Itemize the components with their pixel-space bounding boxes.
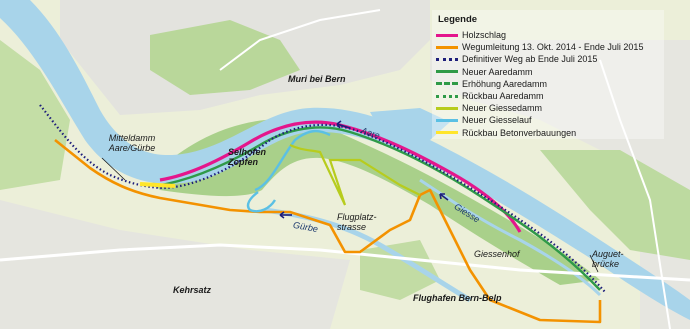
road-east: [599, 59, 671, 329]
legend-swatch: [436, 70, 458, 74]
road-north: [219, 9, 381, 71]
legend-swatch: [436, 118, 458, 122]
legend-item: Rückbau Aaredamm: [436, 90, 664, 102]
arrow-aare: [336, 123, 351, 129]
legend-item: Definitiver Weg ab Ende Juli 2015: [436, 53, 664, 65]
label-auguet-bruecke: Auguet- brücke: [592, 249, 624, 269]
dam-aaredamm: [154, 126, 601, 291]
legend-swatch: [436, 45, 458, 49]
legend-item: Rückbau Betonverbauungen: [436, 127, 664, 139]
legend-label: Definitiver Weg ab Ende Juli 2015: [462, 54, 598, 65]
leader-auguet: [589, 254, 599, 273]
legend-swatch: [436, 57, 458, 61]
dam-giessedamm: [289, 144, 421, 206]
legend-item: Neuer Aaredamm: [436, 66, 664, 78]
forest-east: [540, 150, 690, 260]
arrow-giesse: [439, 193, 449, 201]
road-main: [0, 243, 690, 282]
arrow-guerbe-head: [279, 211, 285, 219]
stream-giesse: [419, 178, 602, 297]
stream-giesselauf: [246, 129, 331, 213]
legend-label: Holzschlag: [462, 30, 507, 41]
legend-label: Erhöhung Aaredamm: [462, 78, 548, 89]
label-mitteldamm: Mitteldamm Aare/Gürbe: [108, 133, 156, 153]
legend-label: Rückbau Betonverbauungen: [462, 127, 577, 138]
legend-swatch: [436, 94, 458, 98]
legend-label: Wegumleitung 13. Okt. 2014 - Ende Juli 2…: [462, 42, 644, 53]
route-definitiver-weg: [39, 104, 606, 293]
settlement-kehrsatz: [0, 200, 350, 329]
leader-mitteldamm: [101, 157, 126, 181]
rueckbau-beton: [139, 182, 176, 188]
legend-label: Neuer Giessedamm: [462, 103, 543, 114]
arrow-aare-head: [336, 120, 342, 129]
legend-swatch: [436, 106, 458, 110]
label-kehrsatz: Kehrsatz: [173, 285, 212, 295]
legend-item: Wegumleitung 13. Okt. 2014 - Ende Juli 2…: [436, 41, 664, 53]
label-flughafen: Flughafen Bern-Belp: [413, 293, 502, 303]
river-aare: [0, 0, 690, 320]
arrow-giesse-head: [439, 193, 445, 200]
legend-swatch: [436, 131, 458, 135]
legend-item: Neuer Giessedamm: [436, 102, 664, 114]
pond-north: [370, 108, 450, 140]
island-selhofen: [150, 119, 600, 286]
legend-swatch: [436, 33, 458, 37]
label-giessenhof: Giessenhof: [474, 249, 520, 259]
legend-label: Neuer Aaredamm: [462, 66, 533, 77]
legend-title: Legende: [438, 14, 478, 25]
legend-label: Rückbau Aaredamm: [462, 91, 544, 102]
legend-swatch: [436, 82, 458, 86]
label-flugplatz: Flugplatz- strasse: [337, 212, 377, 232]
legend-label: Neuer Giesselauf: [462, 115, 532, 126]
legend-item: Neuer Giesselauf: [436, 114, 664, 126]
forest-west: [0, 40, 70, 190]
label-selhofen: Selhofen Zopfen: [228, 147, 267, 167]
label-muri: Muri bei Bern: [288, 74, 346, 84]
legend-item: Erhöhung Aaredamm: [436, 78, 664, 90]
legend-item: Holzschlag: [436, 29, 664, 41]
settlement-east: [430, 40, 690, 329]
